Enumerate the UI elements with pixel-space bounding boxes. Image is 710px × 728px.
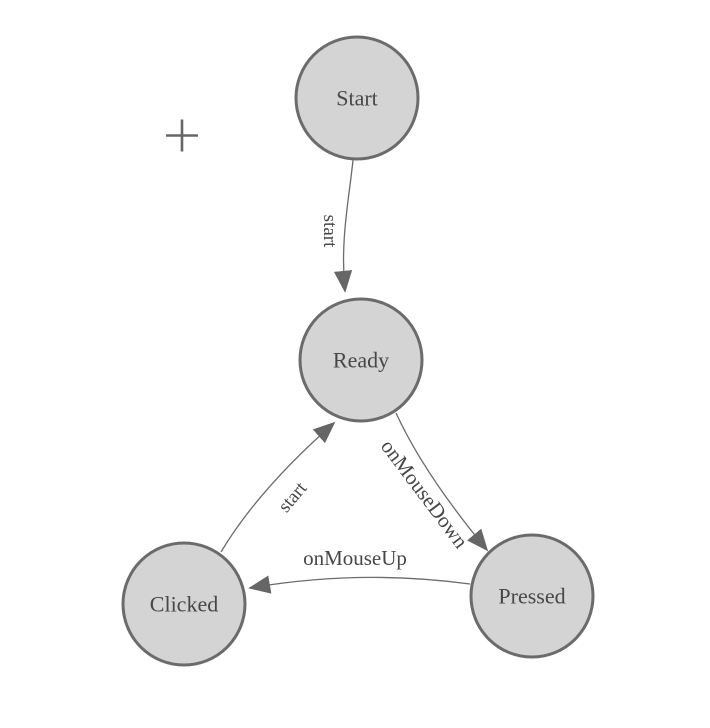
edge-pressed-to-clicked: onMouseUp: [248, 546, 471, 594]
edge-start-to-ready: start: [319, 159, 354, 293]
node-ready[interactable]: Ready: [298, 297, 424, 423]
edge-label-start: start: [319, 215, 340, 248]
node-ready-circle[interactable]: [298, 297, 424, 423]
node-pressed[interactable]: Pressed: [469, 533, 595, 659]
edge-path-clicked-to-ready[interactable]: [220, 421, 336, 553]
edge-path-pressed-to-clicked[interactable]: [248, 575, 471, 594]
edge-path-ready-to-pressed[interactable]: [395, 412, 489, 552]
edge-ready-to-pressed: onMouseDown: [376, 412, 489, 553]
node-clicked-circle[interactable]: [121, 541, 247, 667]
edge-label-onmousedown: onMouseDown: [376, 435, 473, 553]
edge-label-onmouseup: onMouseUp: [303, 546, 407, 570]
node-start-circle[interactable]: [294, 35, 420, 161]
edge-clicked-to-ready: start: [220, 421, 336, 553]
node-clicked[interactable]: Clicked: [121, 541, 247, 667]
node-start[interactable]: Start: [294, 35, 420, 161]
edge-label-start-2: start: [274, 478, 312, 517]
crosshair-plus-icon: [166, 119, 198, 152]
node-pressed-circle[interactable]: [469, 533, 595, 659]
edge-path-start-to-ready[interactable]: [333, 159, 354, 293]
